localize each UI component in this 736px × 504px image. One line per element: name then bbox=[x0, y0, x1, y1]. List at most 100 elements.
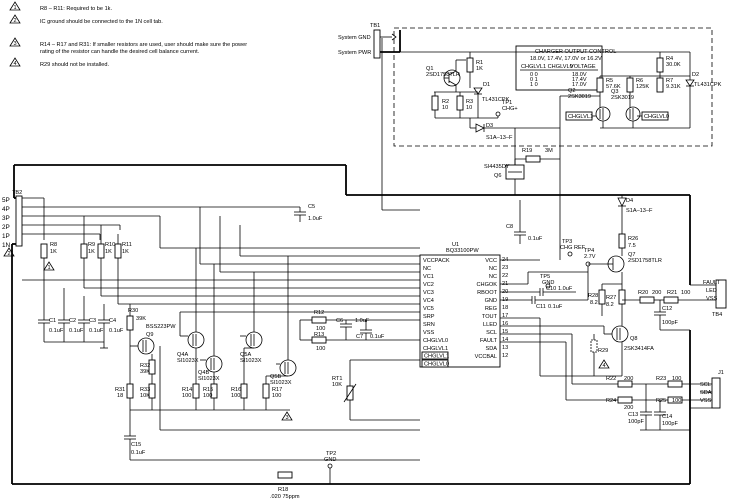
r10-resistor bbox=[97, 243, 105, 259]
r29-resistor-not-installed bbox=[590, 339, 598, 353]
power-bus: SI4435DY Q6 R19 3M bbox=[11, 30, 691, 485]
u1-pin-reg: REG bbox=[485, 306, 497, 312]
note-1-text: R8 – R11: Required to be 1k. bbox=[40, 6, 112, 12]
smbus-interface: R22 200 R24 200 R23 100 R25 100 C13 100p… bbox=[500, 333, 724, 431]
u1-pin-vccbal: VCCBAL bbox=[475, 354, 497, 360]
r19-value: 3M bbox=[545, 148, 553, 154]
sense-resistors: R8 1K R9 1K R10 1K R11 1K 1 bbox=[22, 197, 420, 305]
r30-value: 39K bbox=[136, 316, 146, 322]
led-driver: D4 S1A–13–F R26 7.5 Q7 2SD1758TLR R28 8.… bbox=[500, 195, 662, 377]
r31-label: R31 bbox=[115, 387, 125, 393]
d4-value: S1A–13–F bbox=[626, 208, 653, 214]
tp4-net: 2.7V bbox=[584, 254, 596, 260]
warn-1-number: 1 bbox=[48, 265, 51, 271]
tp5-label: TP5 bbox=[540, 274, 550, 280]
warn-2-number: 2 bbox=[8, 251, 11, 257]
rt1-value: 10K bbox=[332, 382, 342, 388]
r32-label: R32 bbox=[140, 363, 150, 369]
r31-resistor bbox=[126, 383, 134, 399]
c11-label: C11 bbox=[536, 304, 546, 310]
system-pwr-label: System PWR bbox=[338, 50, 371, 56]
r26-label: R26 bbox=[628, 236, 638, 242]
r4-label: R4 bbox=[666, 56, 673, 62]
q9-part: BSS223PW bbox=[146, 324, 176, 330]
r21-resistor bbox=[663, 296, 679, 304]
r9-value: 1K bbox=[88, 249, 95, 255]
d3-value: S1A–13–F bbox=[486, 135, 513, 141]
d4-diode bbox=[617, 197, 627, 207]
r17-label: R17 bbox=[272, 387, 282, 393]
note-1-triangle bbox=[9, 1, 21, 11]
warn-3-triangle bbox=[281, 411, 293, 421]
r11-label: R11 bbox=[122, 242, 132, 248]
q7-part: 2SD1758TLR bbox=[628, 258, 662, 264]
r28-value: 8.2 bbox=[590, 300, 598, 306]
tb2-pin-4p: 4P bbox=[2, 206, 10, 213]
r6-resistor bbox=[626, 77, 634, 93]
r11-resistor bbox=[114, 243, 122, 259]
r13-label: R13 bbox=[314, 332, 324, 338]
tb1-body bbox=[373, 29, 381, 59]
r17-value: 100 bbox=[272, 393, 281, 399]
r3-label: R3 bbox=[466, 99, 473, 105]
note-3-triangle bbox=[9, 37, 21, 47]
u1-pin-nc: NC bbox=[489, 266, 497, 272]
r11-value: 1K bbox=[122, 249, 129, 255]
note-2-text: IC ground should be connected to the 1N … bbox=[40, 19, 163, 25]
c5-label: C5 bbox=[308, 204, 315, 210]
table-row-1-bits: 0 0 bbox=[530, 72, 538, 78]
r19-resistor bbox=[525, 155, 541, 163]
u1-pin-tout: TOUT bbox=[482, 314, 498, 320]
r2-label: R2 bbox=[442, 99, 449, 105]
u1-pin-sda: SDA bbox=[485, 346, 497, 352]
tp3-label: TP3 bbox=[562, 239, 572, 245]
c13-label: C13 bbox=[628, 412, 638, 418]
q3-part: 2SK3019 bbox=[611, 95, 634, 101]
d1-part: TL431CPK bbox=[482, 97, 510, 103]
table-row-1-voltage: 18.0V bbox=[572, 72, 587, 78]
warn-3-number: 3 bbox=[286, 415, 289, 421]
q4a-part: SI1023X bbox=[177, 358, 199, 364]
warn-2-triangle bbox=[3, 247, 15, 257]
r1-label: R1 bbox=[476, 60, 483, 66]
r3-resistor bbox=[456, 95, 464, 111]
r27-label: R27 bbox=[606, 295, 616, 301]
r3-value: 10 bbox=[466, 105, 472, 111]
u1-pin-number: 18 bbox=[502, 305, 508, 311]
tp2-testpoint bbox=[327, 463, 333, 469]
u1-label: U1 bbox=[452, 242, 459, 248]
charger-table-col1: CHGLVL1 CHGLVL0 bbox=[521, 64, 573, 70]
c8-value: 0.1uF bbox=[528, 236, 543, 242]
c5-capacitor: C5 1.0uF bbox=[294, 204, 323, 222]
u1-pin-nc: NC bbox=[489, 274, 497, 280]
ic-right-support: TP3 CHG REF TP4 2.7V TP5 GND C10 1.0uF C… bbox=[500, 239, 596, 310]
r9-label: R9 bbox=[88, 242, 95, 248]
r9-resistor bbox=[80, 243, 88, 259]
system-gnd-label: System GND bbox=[338, 35, 371, 41]
c13-value: 100pF bbox=[628, 419, 644, 425]
r30-resistor bbox=[126, 315, 134, 331]
r16-label: R16 bbox=[231, 387, 241, 393]
tp5-net: GND bbox=[542, 280, 554, 286]
r25-label: R25 bbox=[656, 398, 666, 404]
chglvl0-net-text: CHGLVL0 bbox=[644, 114, 669, 120]
r21-value: 100 bbox=[681, 290, 690, 296]
r30-label: R30 bbox=[128, 308, 138, 314]
warn-1-triangle bbox=[43, 261, 55, 271]
sense-stage: C15 0.1uF R18 .020 75ppm TP2 GND bbox=[124, 410, 420, 500]
r20-label: R20 bbox=[638, 290, 648, 296]
j1-pin-vss: VSS bbox=[700, 398, 711, 404]
note-2-triangle bbox=[9, 14, 21, 24]
tp2-net: GND bbox=[324, 457, 336, 463]
r21-label: R21 bbox=[667, 290, 677, 296]
c14-label: C14 bbox=[662, 414, 672, 420]
r12-label: R12 bbox=[314, 310, 324, 316]
r24-resistor bbox=[617, 396, 633, 404]
r4-value: 30.0K bbox=[666, 62, 681, 68]
r24-value: 200 bbox=[624, 405, 633, 411]
q5b-part: SI1023X bbox=[270, 380, 292, 386]
r7-resistor bbox=[656, 77, 664, 93]
u1-pin-vc4: VC4 bbox=[423, 298, 434, 304]
r5-resistor bbox=[596, 77, 604, 93]
